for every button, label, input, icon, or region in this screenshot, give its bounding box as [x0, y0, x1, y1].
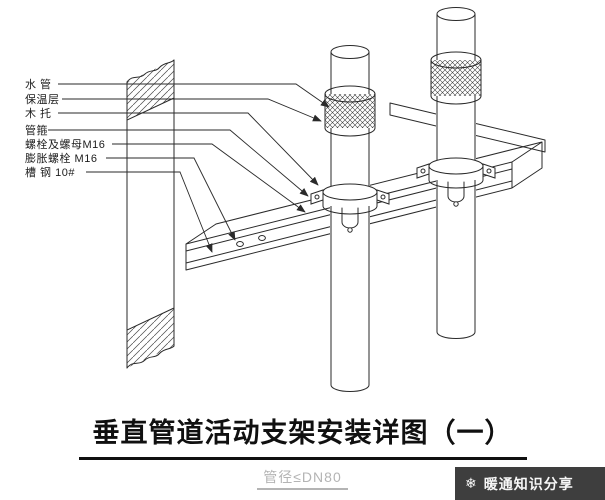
clamp-bolt: [486, 168, 492, 174]
subtitle-block: 管径≤DN80: [0, 467, 605, 490]
wall-hatch-top: [127, 60, 174, 120]
pipe-left-top: [330, 45, 370, 59]
wall-break-bottom: [126, 345, 175, 369]
callout-wood-support: 木 托: [25, 106, 52, 120]
detail-drawing: 水 管 保温层 木 托 管箍 螺栓及螺母M16 膨胀螺栓 M16 槽 钢 10#: [25, 7, 546, 392]
leader-bolt-nut: [112, 143, 306, 213]
pipe-left: [324, 45, 376, 392]
callout-bolt-nut: 螺栓及螺母M16: [25, 137, 105, 151]
pipe-diameter-note: 管径≤DN80: [257, 467, 348, 490]
callout-pipe-clamp: 管箍: [25, 123, 48, 137]
drawing-title: 垂直管道活动支架安装详图（一）: [78, 411, 527, 460]
insulation-left: [325, 94, 375, 128]
clamp-ring: [322, 183, 378, 201]
u-bolt-nut: [347, 227, 353, 233]
leader-expansion-bolt: [106, 157, 236, 241]
expansion-bolt-head: [258, 235, 266, 241]
leader-channel-steel: [86, 171, 213, 253]
leader-water-pipe: [58, 83, 330, 108]
pipe-left-bottom: [330, 384, 370, 392]
wall: [126, 59, 175, 369]
watermark-text: 暖通知识分享: [483, 475, 574, 492]
pipe-clamp-right: [416, 157, 496, 207]
callout-water-pipe: 水 管: [25, 77, 52, 91]
pipe-right-top: [436, 7, 476, 21]
callout-expansion-bolt: 膨胀螺栓 M16: [25, 151, 97, 165]
clamp-ring: [428, 157, 484, 175]
clamp-bolt: [420, 168, 426, 174]
clamp-bolt: [380, 194, 386, 200]
leader-pipe-clamp: [48, 129, 309, 197]
watermark-bar: ❄ 暖通知识分享: [455, 467, 605, 500]
clamp-bolt: [314, 194, 320, 200]
snowflake-icon: ❄: [465, 475, 478, 491]
title-block: 垂直管道活动支架安装详图（一）: [0, 411, 605, 460]
wall-hatch-bottom: [127, 308, 174, 368]
u-bolt-nut: [453, 201, 459, 207]
callout-insulation: 保温层: [25, 92, 60, 106]
callout-labels: 水 管 保温层 木 托 管箍 螺栓及螺母M16 膨胀螺栓 M16 槽 钢 10#: [25, 77, 105, 179]
leader-wood-support: [58, 112, 319, 186]
pipe-right-bottom: [436, 331, 476, 339]
wall-break-top: [126, 59, 175, 83]
expansion-bolt-head: [236, 241, 244, 247]
leader-lines: [48, 83, 330, 253]
wall-edges: [126, 59, 175, 369]
callout-channel-steel: 槽 钢 10#: [25, 166, 75, 179]
leader-insulation: [62, 98, 322, 122]
pipe-clamp-left: [310, 183, 390, 233]
